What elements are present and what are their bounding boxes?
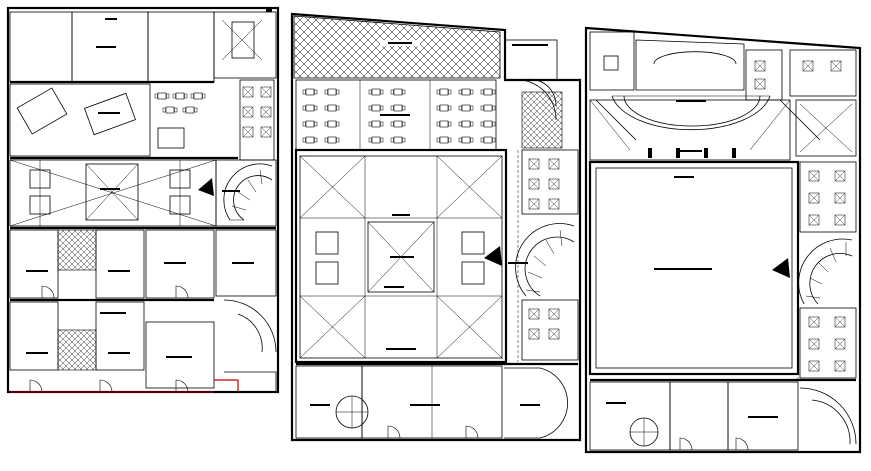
plan-right-foyer	[589, 99, 857, 161]
dining-table	[458, 120, 474, 128]
plan-left-lounge	[9, 83, 238, 160]
dining-table	[368, 104, 384, 112]
plan-left-hall	[9, 159, 217, 227]
plan-middle-service-top	[504, 39, 563, 149]
plan-left-service-core	[213, 8, 277, 161]
dining-table	[436, 88, 452, 96]
dining-table	[390, 120, 406, 128]
dining-table	[302, 136, 318, 144]
dining-table	[324, 136, 340, 144]
dining-table	[390, 104, 406, 112]
dining-table	[436, 120, 452, 128]
plan-left-lower-rooms	[9, 226, 277, 393]
dining-table	[390, 136, 406, 144]
plan-middle-bottom-rooms	[295, 362, 578, 439]
plan-right-main-hall	[588, 160, 800, 376]
plan-right-bottom-rooms	[589, 378, 857, 451]
plan-middle-dining	[295, 79, 497, 151]
dining-table	[436, 104, 452, 112]
dining-table	[302, 120, 318, 128]
dining-table	[480, 104, 496, 112]
plan-right-stage	[589, 31, 857, 141]
plan-middle-main-hall	[294, 148, 508, 364]
plan-left-top-rooms	[9, 11, 215, 84]
dining-table	[368, 120, 384, 128]
dining-table	[458, 136, 474, 144]
dining-table	[458, 104, 474, 112]
plan-middle	[290, 12, 582, 442]
dining-table	[324, 104, 340, 112]
plan-right	[584, 26, 862, 454]
plan-right-outline	[584, 26, 862, 454]
dining-table	[436, 136, 452, 144]
plan-left	[6, 6, 280, 394]
dining-table	[324, 88, 340, 96]
plan-left-stair	[198, 159, 277, 227]
dining-table	[368, 88, 384, 96]
plan-middle-right-core	[484, 149, 579, 362]
plan-middle-terrace	[293, 15, 501, 79]
dining-table	[324, 120, 340, 128]
dining-table	[302, 104, 318, 112]
dining-table	[458, 88, 474, 96]
dining-table	[302, 88, 318, 96]
dining-table	[480, 88, 496, 96]
plan-left-outline	[6, 6, 280, 394]
dining-table	[480, 136, 496, 144]
dining-table	[368, 136, 384, 144]
dining-table	[480, 120, 496, 128]
dining-table	[390, 88, 406, 96]
plan-right-core	[797, 161, 857, 380]
plan-middle-outline	[290, 12, 582, 442]
